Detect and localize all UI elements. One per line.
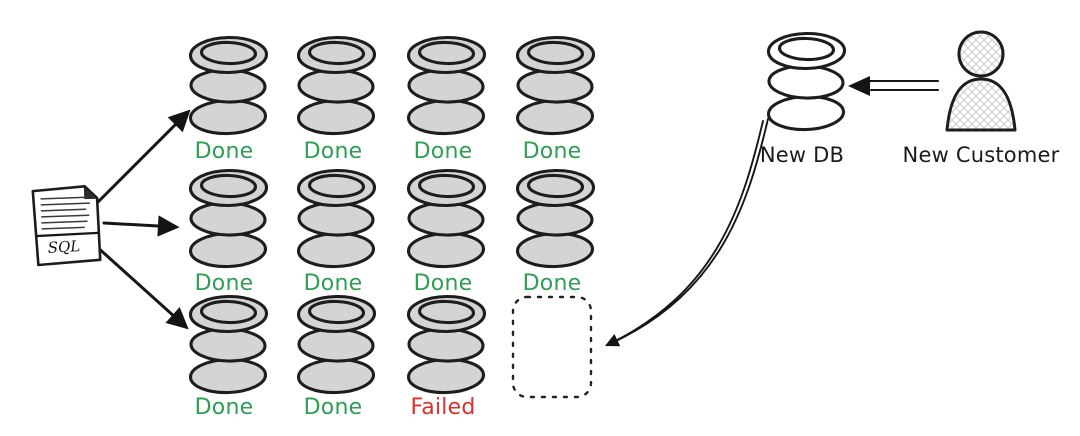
status-label: Done [194,271,254,296]
status-label: Done [413,139,473,164]
status-label: Done [194,395,254,420]
sql-document-icon [31,184,102,267]
placeholder-db-slot [511,295,593,399]
status-label: Done [522,139,582,164]
status-label: Done [303,139,363,164]
status-label: Failed [410,395,476,420]
document-text-lines [40,196,91,230]
customer-arrow [848,76,940,96]
sql-fanout-arrows [94,109,191,330]
database-icon [406,35,487,137]
database-grid [188,35,596,396]
database-icon [515,168,596,270]
database-icon [296,168,377,270]
database-icon [296,294,377,396]
status-label: Done [522,271,582,296]
status-label: Done [303,395,363,420]
database-icon [296,35,377,137]
database-icon [188,294,269,396]
new-customer-icon [945,30,1017,132]
status-label: Done [194,139,254,164]
database-icon [188,168,269,270]
arrow-to-row-3 [94,244,189,330]
database-icon [188,35,269,137]
new-customer-label: New Customer [902,143,1060,167]
person-body [945,77,1017,132]
status-label: Done [413,271,473,296]
database-icon [406,168,487,270]
sql-doc-label: SQL [47,237,81,257]
arrowhead [848,76,870,96]
provision-arrow [604,118,769,347]
status-label: Done [303,271,363,296]
arrow-to-row-2 [102,215,180,237]
page-fold [83,184,99,200]
new-db-label: New DB [759,143,845,167]
arrow-to-row-1 [94,109,191,206]
new-db-icon [766,31,847,133]
person-head [957,30,1005,78]
database-icon [515,35,596,137]
database-icon [406,294,487,396]
